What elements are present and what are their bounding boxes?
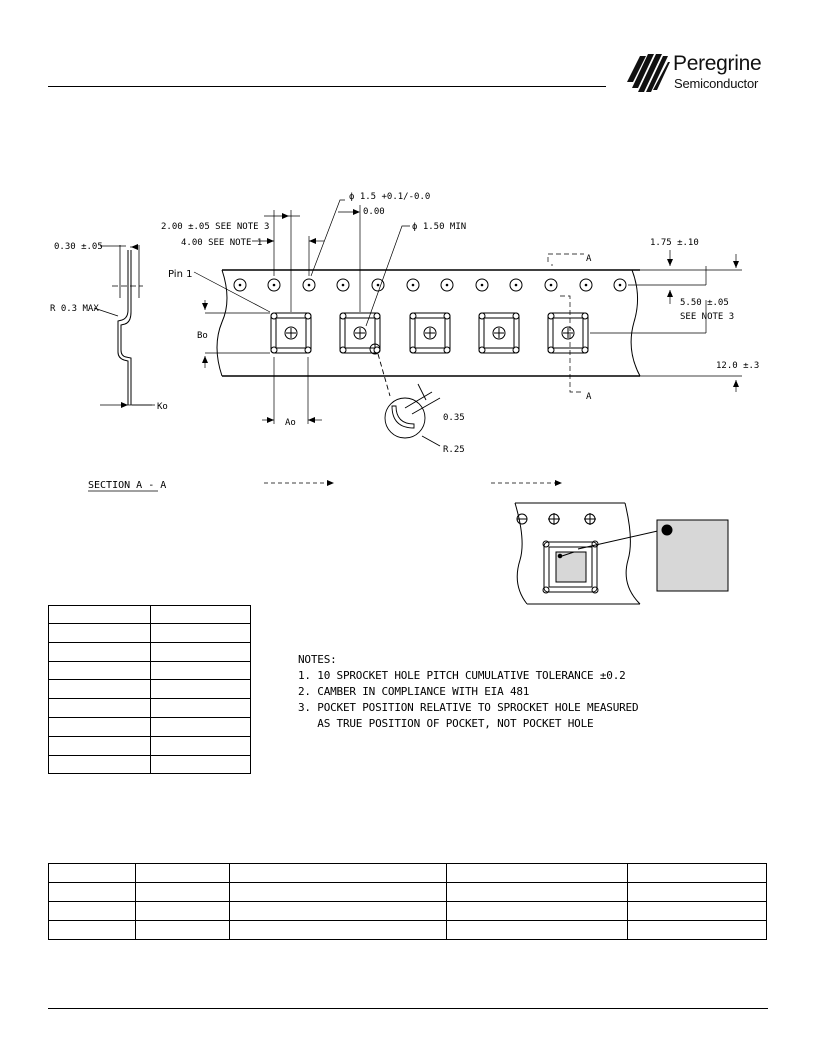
drawing-notes: NOTES: 1. 10 SPROCKET HOLE PITCH CUMULAT… bbox=[298, 652, 639, 732]
dim-offset: 5.50 ±.05 bbox=[680, 298, 729, 308]
table-row bbox=[48, 754, 251, 775]
dim-pitch-4: 4.00 SEE NOTE 1 bbox=[181, 238, 262, 248]
note-item: 2. CAMBER IN COMPLIANCE WITH EIA 481 bbox=[298, 685, 530, 698]
table-row bbox=[48, 660, 251, 681]
dim-sprocket-diameter: ϕ 1.5 +0.1/-0.0 bbox=[349, 192, 430, 202]
table-cell bbox=[229, 920, 447, 940]
peregrine-logo: Peregrine Semiconductor bbox=[626, 50, 776, 98]
pocket-corner-detail bbox=[369, 343, 441, 447]
table-cell bbox=[48, 735, 151, 756]
tape-and-reel-drawing: 0.30 ±.05 R 0.3 MAX Ko bbox=[50, 192, 759, 605]
table-cell bbox=[150, 660, 251, 681]
table-cell bbox=[48, 679, 151, 700]
table-cell bbox=[48, 698, 151, 718]
table-header-cell bbox=[48, 863, 136, 883]
tape-side-profile bbox=[100, 245, 152, 406]
table-cell bbox=[150, 716, 251, 737]
table-header-cell bbox=[229, 863, 447, 883]
table-cell bbox=[48, 754, 151, 775]
table-row bbox=[48, 735, 251, 756]
table-cell bbox=[135, 901, 230, 921]
table-header-row bbox=[48, 605, 251, 624]
table-cell bbox=[229, 882, 447, 902]
table-cell bbox=[135, 882, 230, 902]
table-cell bbox=[150, 735, 251, 756]
table-cell bbox=[150, 623, 251, 643]
table-cell bbox=[150, 754, 251, 775]
dim-offset-note: SEE NOTE 3 bbox=[680, 312, 734, 322]
notes-title: NOTES: bbox=[298, 653, 337, 666]
table-cell bbox=[48, 716, 151, 737]
dim-thickness: 0.30 ±.05 bbox=[54, 242, 103, 252]
component-pockets bbox=[270, 312, 589, 354]
table-cell bbox=[150, 698, 251, 718]
table-header-row bbox=[48, 863, 767, 883]
table-header-cell bbox=[150, 605, 251, 624]
dim-detail-0-35: 0.35 bbox=[443, 413, 465, 423]
label-pin1: Pin 1 bbox=[168, 269, 192, 280]
section-marker-bottom: A bbox=[586, 392, 592, 402]
direction-arrowhead-1 bbox=[327, 480, 334, 486]
label-ko: Ko bbox=[157, 402, 168, 412]
peregrine-logo-mark-icon bbox=[627, 54, 670, 92]
header-rule bbox=[48, 86, 606, 87]
dim-edge: 1.75 ±.10 bbox=[650, 238, 699, 248]
ordering-table bbox=[48, 863, 767, 940]
table-cell bbox=[150, 679, 251, 700]
dim-radius-max: R 0.3 MAX bbox=[50, 304, 99, 314]
brand-subtitle: Semiconductor bbox=[674, 76, 759, 91]
table-header-cell bbox=[48, 605, 151, 624]
table-cell bbox=[150, 641, 251, 662]
table-header-cell bbox=[446, 863, 628, 883]
brand-name: Peregrine bbox=[673, 52, 762, 75]
dim-pocket-hole: ϕ 1.50 MIN bbox=[412, 222, 466, 232]
footer-rule bbox=[48, 1008, 768, 1009]
note-item: 3. POCKET POSITION RELATIVE TO SPROCKET … bbox=[298, 701, 639, 714]
table-cell bbox=[627, 901, 767, 921]
table-row bbox=[48, 901, 767, 921]
table-cell bbox=[229, 901, 447, 921]
table-cell bbox=[48, 660, 151, 681]
table-cell bbox=[446, 920, 628, 940]
table-row bbox=[48, 641, 251, 662]
dim-width: 12.0 ±.3 bbox=[716, 361, 759, 371]
table-cell bbox=[135, 920, 230, 940]
dim-zero: 0.00 bbox=[363, 207, 385, 217]
table-cell bbox=[48, 882, 136, 902]
table-cell bbox=[446, 882, 628, 902]
table-header-cell bbox=[135, 863, 230, 883]
note-item: AS TRUE POSITION OF POCKET, NOT POCKET H… bbox=[298, 717, 594, 730]
table-row bbox=[48, 882, 767, 902]
dim-detail-r25: R.25 bbox=[443, 445, 465, 455]
tape-dimension-table bbox=[48, 605, 251, 775]
table-row bbox=[48, 679, 251, 700]
pin1-orientation-view bbox=[514, 502, 663, 605]
dim-pitch-2: 2.00 ±.05 SEE NOTE 3 bbox=[161, 222, 269, 232]
table-row bbox=[48, 920, 767, 940]
arrowheads bbox=[121, 209, 739, 423]
table-row bbox=[48, 623, 251, 643]
section-marker-top: A bbox=[586, 254, 592, 264]
tape-dimension-lines bbox=[193, 199, 742, 424]
direction-arrowhead-2 bbox=[555, 480, 562, 486]
sprocket-holes bbox=[233, 278, 627, 292]
chip-pin1-marker bbox=[656, 519, 729, 592]
table-row bbox=[48, 716, 251, 737]
label-bo: Bo bbox=[197, 331, 208, 341]
note-item: 1. 10 SPROCKET HOLE PITCH CUMULATIVE TOL… bbox=[298, 669, 626, 682]
table-cell bbox=[627, 920, 767, 940]
section-title: SECTION A - A bbox=[88, 480, 166, 491]
table-cell bbox=[48, 641, 151, 662]
table-row bbox=[48, 698, 251, 718]
table-cell bbox=[48, 901, 136, 921]
label-ao: Ao bbox=[285, 418, 296, 428]
carrier-tape bbox=[216, 269, 641, 377]
table-cell bbox=[48, 920, 136, 940]
table-cell bbox=[446, 901, 628, 921]
table-cell bbox=[48, 623, 151, 643]
table-header-cell bbox=[627, 863, 767, 883]
table-cell bbox=[627, 882, 767, 902]
